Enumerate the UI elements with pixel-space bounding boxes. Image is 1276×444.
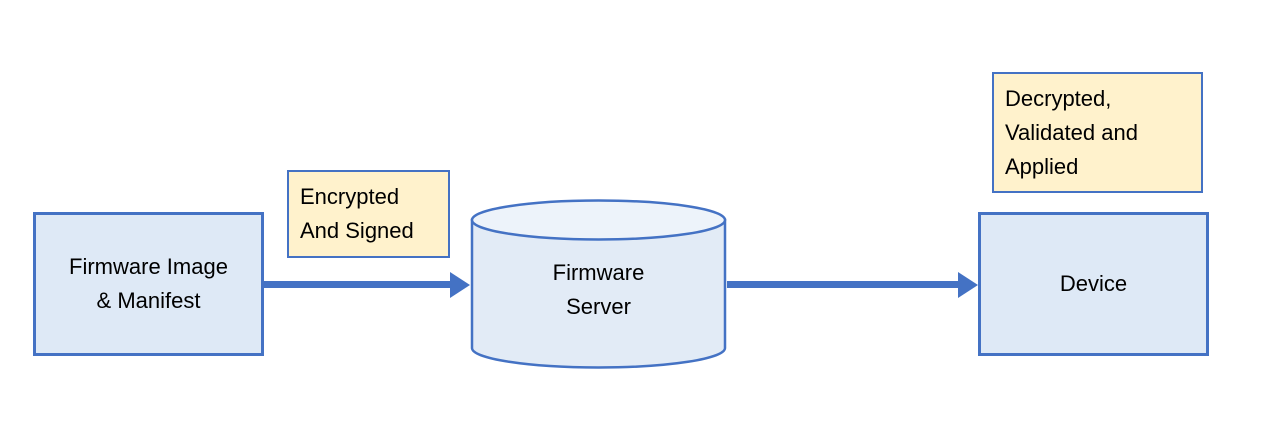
note-line: Applied: [1005, 153, 1079, 179]
note-line: Encrypted: [300, 184, 400, 209]
arrow-server-to-device-head-icon: [958, 271, 978, 298]
arrow-source-to-server-head-icon: [450, 271, 470, 298]
node-firmware-server-cylinder: Firmware Server: [470, 199, 727, 369]
node-firmware-image-manifest: Firmware Image & Manifest: [33, 212, 264, 356]
arrow-server-to-device-line: [727, 281, 959, 288]
note-line: And Signed: [300, 218, 414, 243]
node-label-line: & Manifest: [96, 288, 201, 313]
database-cylinder-icon: [470, 199, 727, 369]
node-label-line: Server: [566, 294, 631, 319]
node-label-line: Firmware: [552, 260, 645, 285]
node-label-line: Device: [1059, 271, 1128, 296]
note-decrypted-validated-applied: Decrypted, Validated and Applied: [992, 72, 1203, 193]
node-device: Device: [978, 212, 1209, 356]
arrow-source-to-server-line: [264, 281, 451, 288]
note-line: Validated and: [1005, 119, 1138, 145]
node-label-line: Firmware Image: [69, 254, 228, 279]
note-line: Decrypted,: [1005, 85, 1112, 111]
node-label: Firmware Server: [470, 256, 727, 324]
note-encrypted-and-signed: Encrypted And Signed: [287, 170, 450, 258]
